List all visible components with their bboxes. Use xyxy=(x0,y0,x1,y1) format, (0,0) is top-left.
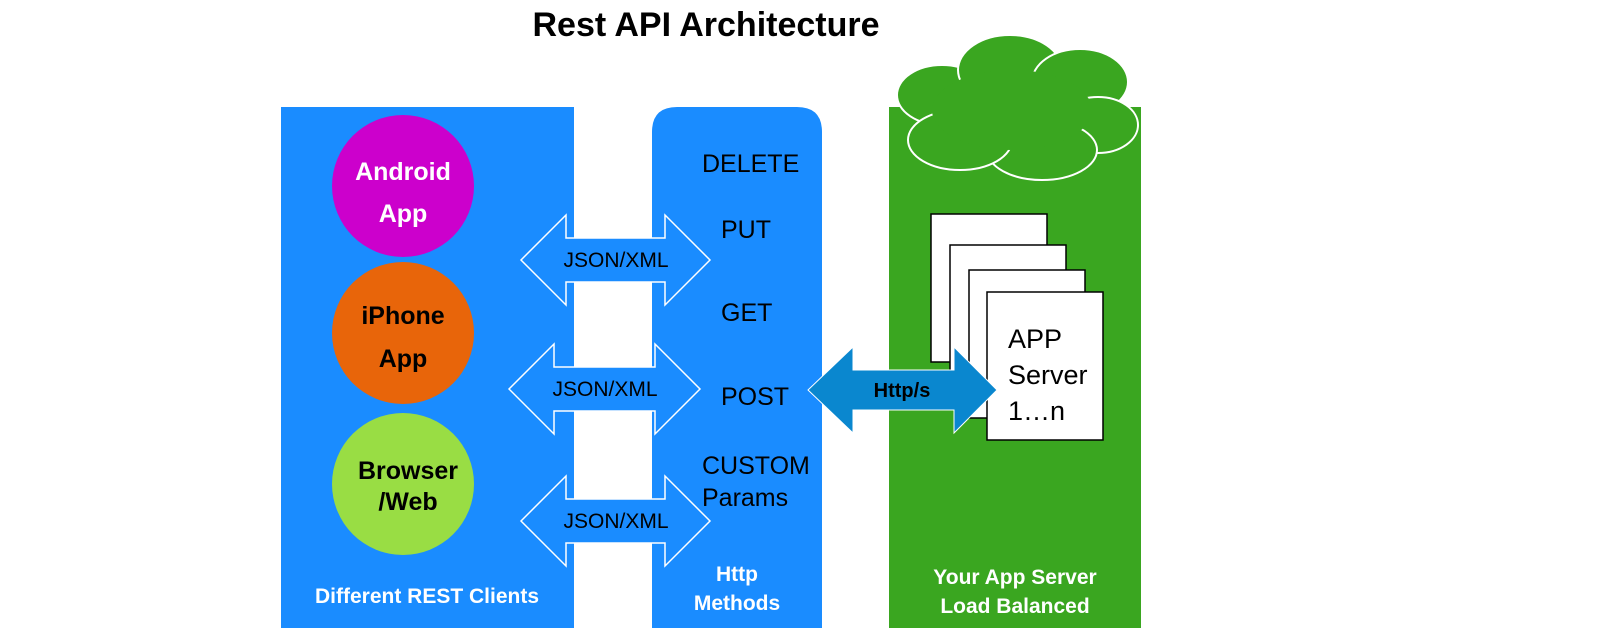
android-app-circle xyxy=(332,115,474,257)
method-params: Params xyxy=(702,484,788,512)
methods-panel-label-line1: Http xyxy=(716,563,758,586)
android-app-label-line2: App xyxy=(379,200,428,228)
browser-web-label-line2: /Web xyxy=(378,488,437,516)
methods-panel: DELETE PUT GET POST CUSTOM Params Http M… xyxy=(652,107,822,628)
method-delete: DELETE xyxy=(702,150,799,178)
exchange-arrow-2-label: JSON/XML xyxy=(552,378,657,401)
transport-arrow: Http/s xyxy=(807,345,998,435)
methods-panel-label-line2: Methods xyxy=(694,592,780,615)
double-arrow-icon xyxy=(519,474,712,568)
server-label-line2: Server xyxy=(1008,360,1088,390)
android-app-label-line1: Android xyxy=(355,158,451,186)
exchange-arrow-1: JSON/XML xyxy=(519,213,712,307)
client-android: Android App xyxy=(332,115,474,257)
exchange-arrow-3-label: JSON/XML xyxy=(563,510,668,533)
iphone-app-circle xyxy=(332,262,474,404)
client-browser: Browser /Web xyxy=(332,413,474,555)
method-put: PUT xyxy=(721,216,771,244)
iphone-app-label-line2: App xyxy=(379,345,428,373)
server-panel-label-line1: Your App Server xyxy=(933,566,1096,589)
exchange-arrow-2: JSON/XML xyxy=(507,342,702,436)
double-arrow-icon xyxy=(807,345,998,435)
diagram-title: Rest API Architecture xyxy=(532,6,879,44)
client-iphone: iPhone App xyxy=(332,262,474,404)
transport-arrow-label: Http/s xyxy=(874,380,931,402)
server-panel: APP Server 1…n Your App Server Load Bala… xyxy=(889,34,1141,628)
server-label-line3: 1…n xyxy=(1008,396,1065,426)
browser-web-circle xyxy=(332,413,474,555)
method-post: POST xyxy=(721,383,789,411)
cloud-icon xyxy=(896,34,1139,181)
server-panel-label-line2: Load Balanced xyxy=(940,595,1089,618)
browser-web-label-line1: Browser xyxy=(358,457,458,485)
double-arrow-icon xyxy=(507,342,702,436)
method-get: GET xyxy=(721,299,772,327)
double-arrow-icon xyxy=(519,213,712,307)
server-label-line1: APP xyxy=(1008,324,1062,354)
iphone-app-label-line1: iPhone xyxy=(361,302,444,330)
method-custom: CUSTOM xyxy=(702,452,810,480)
methods-panel-background xyxy=(652,107,822,628)
exchange-arrow-1-label: JSON/XML xyxy=(563,249,668,272)
clients-panel-label: Different REST Clients xyxy=(315,585,539,608)
exchange-arrow-3: JSON/XML xyxy=(519,474,712,568)
clients-panel: Android App iPhone App Browser /Web Diff… xyxy=(281,107,574,628)
